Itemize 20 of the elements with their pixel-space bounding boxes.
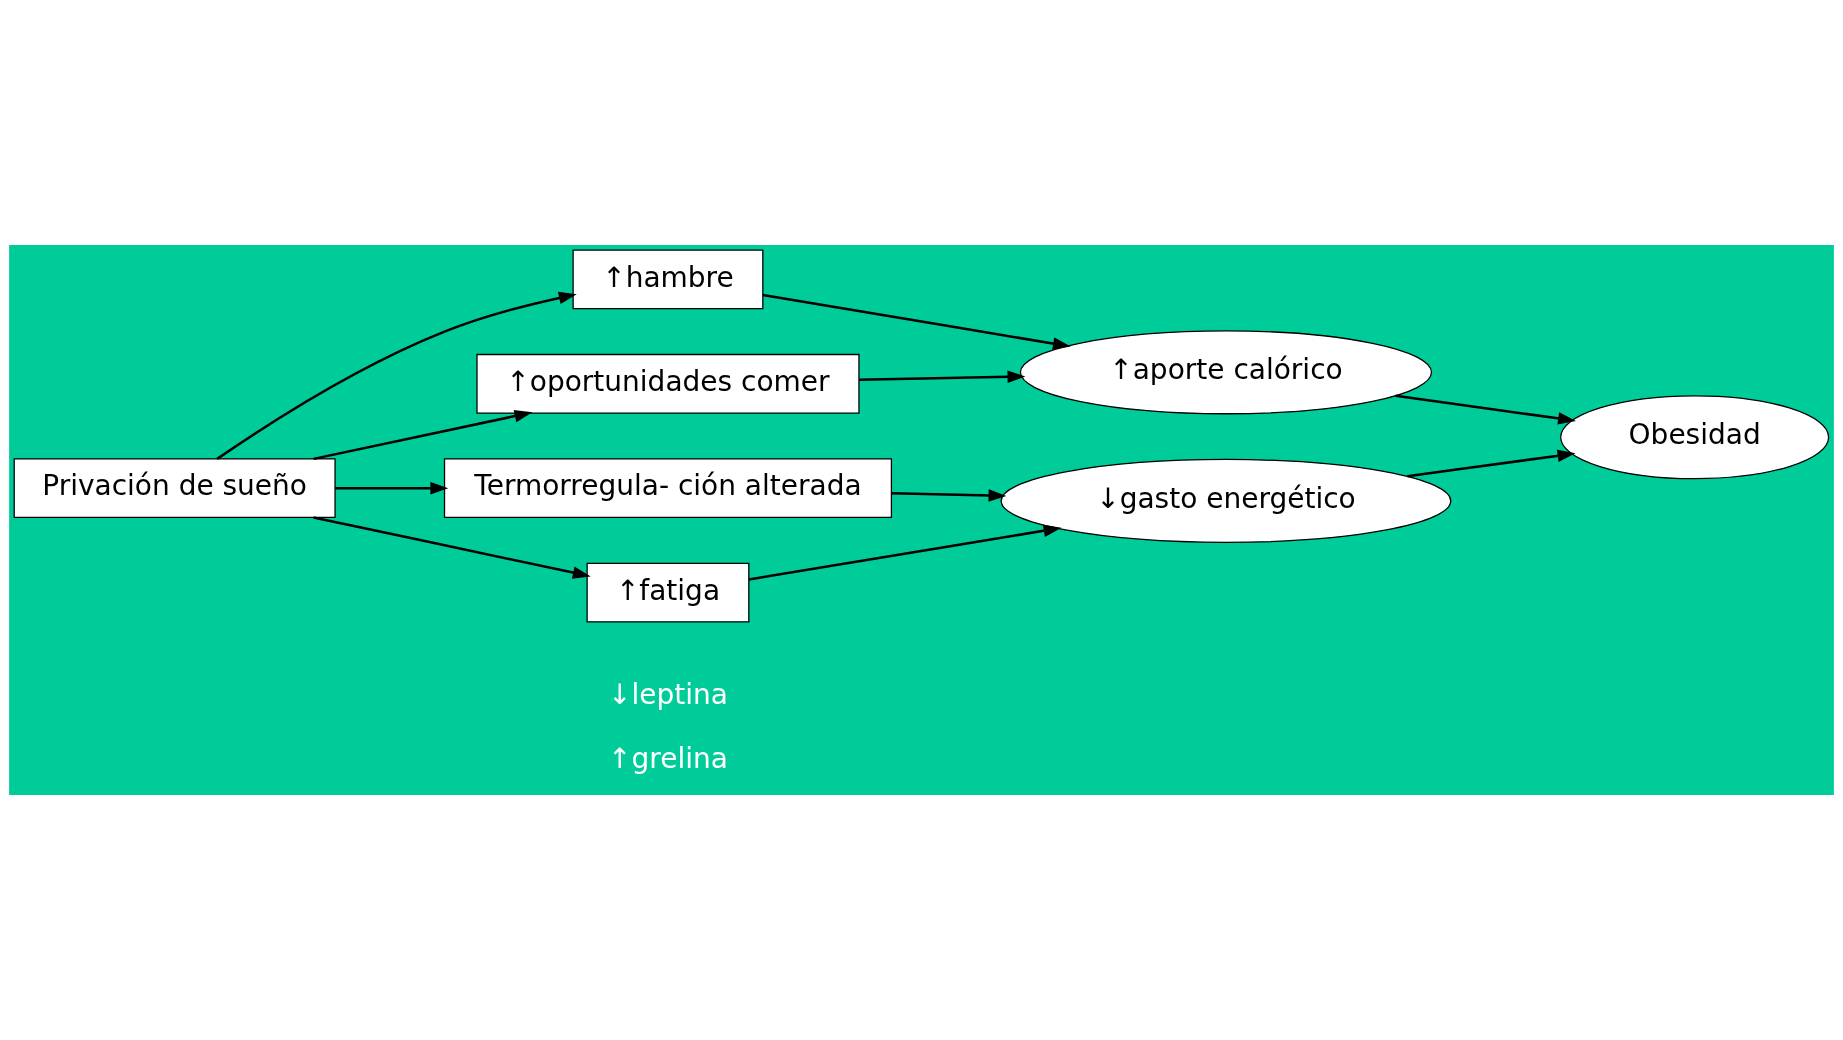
arrow bbox=[313, 409, 533, 461]
node-box: ↑fatiga bbox=[586, 562, 750, 623]
arrow bbox=[891, 489, 1007, 502]
node-box: ↑hambre bbox=[572, 249, 764, 310]
node-ellipse: Obesidad bbox=[1560, 395, 1830, 480]
arrow bbox=[1407, 449, 1576, 478]
arrow bbox=[1395, 394, 1576, 425]
node-box: Termorregula- ción alterada bbox=[443, 458, 893, 519]
node-ellipse: ↓gasto energético bbox=[1000, 458, 1452, 543]
label: ↑grelina bbox=[608, 741, 728, 775]
arrow bbox=[748, 524, 1062, 581]
arrow bbox=[216, 291, 577, 460]
node-ellipse: ↑aporte calórico bbox=[1019, 330, 1433, 415]
node-box: ↑oportunidades comer bbox=[476, 353, 860, 414]
label: ↓leptina bbox=[608, 678, 728, 712]
arrow bbox=[313, 516, 591, 579]
node-box: Privación de sueño bbox=[13, 458, 336, 519]
arrow bbox=[762, 293, 1071, 350]
arrow bbox=[859, 370, 1026, 384]
arrow bbox=[335, 481, 449, 495]
